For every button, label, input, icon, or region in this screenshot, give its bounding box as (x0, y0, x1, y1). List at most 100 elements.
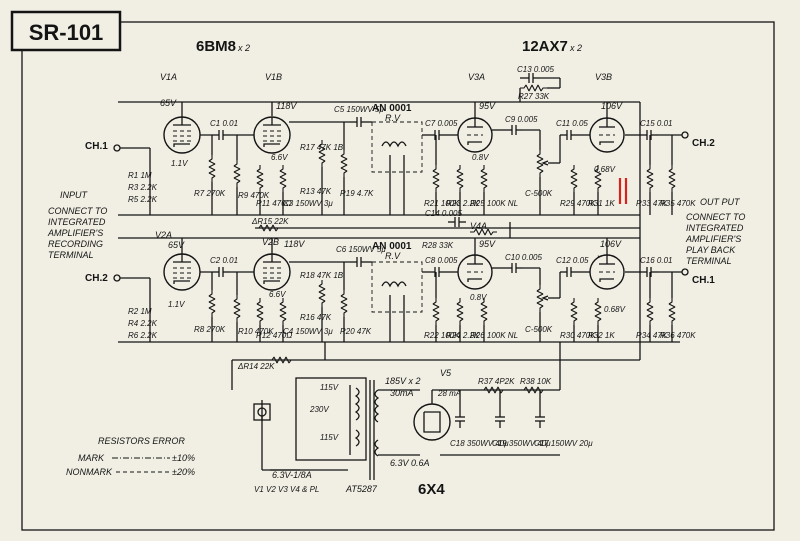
v230-label: 230V (309, 405, 329, 414)
voltage-v1a-plate: 65V (160, 98, 177, 108)
r13-label: R13 47K (300, 187, 332, 196)
r15-label: ΔR15 22K (251, 217, 289, 226)
tube-count-12ax7: x 2 (569, 43, 582, 53)
voltage-v3a-plate: 95V (479, 101, 496, 111)
tube-v4a-icon (457, 254, 493, 290)
svg-text:AMPLIFIER'S: AMPLIFIER'S (47, 228, 103, 238)
voltage-v1b-plate: 118V (276, 101, 297, 111)
voltage-v1b-cath: 6.6V (271, 153, 288, 162)
voltage-v2a-cath: 1.1V (168, 300, 185, 309)
svg-text:±20%: ±20% (172, 467, 195, 477)
tube-v3a-icon (457, 117, 493, 153)
svg-text:RECORDING: RECORDING (48, 239, 103, 249)
r20-label: R20 47K (340, 327, 372, 336)
output-ch2-label: CH.2 (692, 138, 715, 149)
v115b-label: 115V (320, 433, 339, 442)
r33-label: R33 47K (636, 199, 668, 208)
secondary-label: 185V x 2 (385, 376, 421, 386)
r34-label: R34 47K (636, 331, 668, 340)
label-v1a: V1A (160, 72, 177, 82)
r22-label: R22 100K (424, 331, 460, 340)
channel-1-circuit (113, 72, 689, 216)
an-top-label: AN 0001 (372, 103, 412, 114)
tube-v2b-icon (253, 253, 291, 291)
svg-text:TERMINAL: TERMINAL (48, 250, 94, 260)
tube-v1b-icon (253, 116, 291, 154)
c15-label: C15 0.01 (640, 119, 672, 128)
c3-label: C3 150WV 3μ (283, 199, 333, 208)
r29-label: R29 470K (560, 199, 596, 208)
label-v2b: V2B (262, 237, 279, 247)
r4-label: R4 2.2K (128, 319, 158, 328)
c9-label: C9 0.005 (505, 115, 538, 124)
c13-label: C13 0.005 (517, 65, 554, 74)
svg-text:INTEGRATED: INTEGRATED (686, 223, 744, 233)
tube-v1a-icon (163, 116, 201, 154)
r1-label: R1 1M (128, 171, 152, 180)
output-description: OUT PUT CONNECT TO INTEGRATED AMPLIFIER'… (685, 197, 745, 266)
c18-label: C18 350WV 40μ (450, 439, 509, 448)
r11-label: R11 470Ω (256, 199, 292, 208)
input-description: INPUT CONNECT TO INTEGRATED AMPLIFIER'S … (47, 190, 107, 260)
tube-count-6bm8: x 2 (237, 43, 250, 53)
power-supply (231, 238, 641, 480)
transformer-label: AT5287 (345, 484, 378, 494)
r3-label: R3 2.2K (128, 183, 158, 192)
resistor-error-legend: RESISTORS ERROR MARK ±10% NONMARK ±20% (66, 436, 195, 477)
svg-text:±10%: ±10% (172, 453, 195, 463)
label-v3b: V3B (595, 72, 612, 82)
c16-label: C16 0.01 (640, 256, 672, 265)
r21-label: R21 100K (424, 199, 460, 208)
c10-label: C10 0.005 (505, 253, 542, 262)
c2-label: C2 0.01 (210, 256, 238, 265)
c1-label: C1 0.01 (210, 119, 238, 128)
rv-bottom-label: R.V (385, 251, 401, 261)
c4-label: C4 150WV 3μ (283, 327, 333, 336)
model-title: SR-101 (29, 20, 104, 45)
c8-label: C8 0.005 (425, 256, 458, 265)
r12-label: R12 470Ω (256, 331, 292, 340)
r6-label: R6 2.2K (128, 331, 158, 340)
svg-text:RESISTORS ERROR: RESISTORS ERROR (98, 436, 185, 446)
label-v1b: V1B (265, 72, 282, 82)
rv-top-label: R.V (385, 113, 401, 123)
r9-label: R9 470K (238, 191, 270, 200)
voltage-v3b-plate: 106V (601, 101, 623, 111)
lamp-label: 6.3V-1/8A (272, 470, 312, 480)
c14-label: C14 0.005 (425, 209, 462, 218)
voltage-v3b-cath: 0.68V (594, 165, 616, 174)
r28-label: R28 33K (422, 241, 454, 250)
svg-text:OUT PUT: OUT PUT (700, 197, 741, 207)
r14-label: ΔR14 22K (237, 362, 275, 371)
svg-text:NONMARK: NONMARK (66, 467, 113, 477)
secondary-ma-label: 30mA (390, 388, 414, 398)
tube-v4b-icon (589, 254, 625, 290)
svg-text:CONNECT TO: CONNECT TO (48, 206, 107, 216)
heater-label: 6.3V 0.6A (390, 458, 430, 468)
c17-label: C17 150WV 20μ (534, 439, 593, 448)
r18-label: R18 47K 1B (300, 271, 344, 280)
voltage-v2b-plate: 118V (284, 239, 305, 249)
c7-label: C7 0.005 (425, 119, 458, 128)
voltage-v4b-cath: 0.68V (604, 305, 626, 314)
label-v4a: V4A (470, 221, 487, 231)
r30-label: R30 470K (560, 331, 596, 340)
svg-text:AMPLIFIER'S: AMPLIFIER'S (685, 234, 741, 244)
output-ch1-label: CH.1 (692, 275, 715, 286)
r24-label: R24 2.2K (446, 331, 480, 340)
v115a-label: 115V (320, 383, 339, 392)
r8-label: R8 270K (194, 325, 226, 334)
tube-v2a-icon (163, 253, 201, 291)
channel-2-circuit (113, 102, 689, 343)
r23-label: R23 2.2K (446, 199, 480, 208)
rectifier-label: 6X4 (418, 481, 445, 498)
r26-label: R26 100K NL (470, 331, 518, 340)
r27-label: R27 33K (518, 92, 550, 101)
vr-bottom-label: C-500K (525, 325, 553, 334)
voltage-v4b-plate: 106V (600, 239, 622, 249)
vr-top-label: C-500K (525, 189, 553, 198)
tube-type-12ax7: 12AX7 (522, 38, 568, 55)
r5-label: R5 2.2K (128, 195, 158, 204)
voltage-v3a-cath: 0.8V (472, 153, 489, 162)
